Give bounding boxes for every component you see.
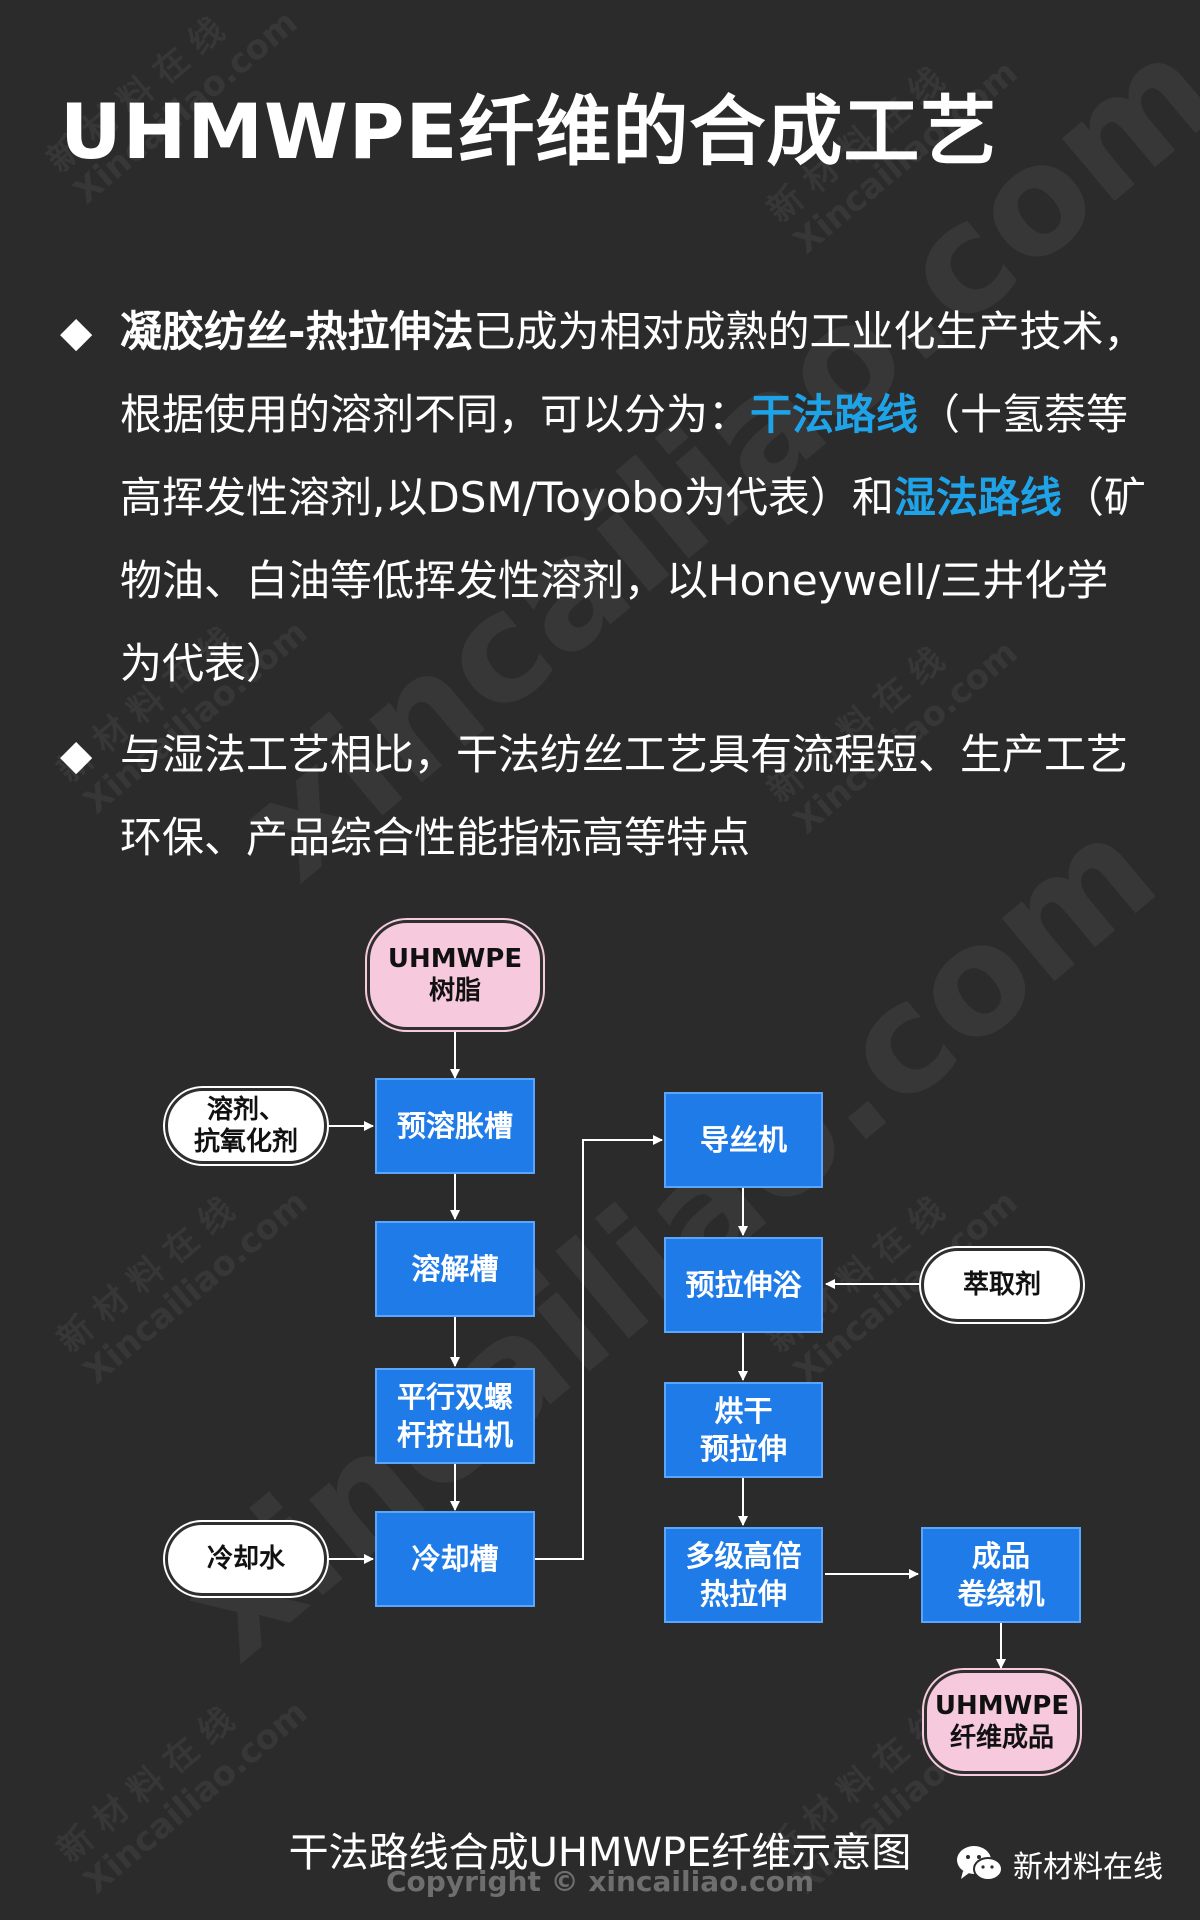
bullet-segment: （十氢萘等高挥发性溶剂,以DSM/Toyobo为代表）和 [120, 390, 1129, 522]
brand-badge: 新材料在线 [955, 1842, 1163, 1886]
bullet-item-2: ◆ 与湿法工艺相比，干法纺丝工艺具有流程短、生产工艺环保、产品综合性能指标高等特… [60, 713, 1150, 879]
node-guide-machine: 导丝机 [664, 1092, 823, 1188]
node-dissolve-tank: 溶解槽 [375, 1221, 535, 1317]
wechat-icon [955, 1844, 1003, 1884]
bullet-segment: 已成为相对成熟的工业化生产技术，根据使用的溶剂不同，可以分为： [120, 307, 1146, 439]
page-title: UHMWPE纤维的合成工艺 [60, 87, 998, 176]
copyright-text: Copyright © xincailiao.com [386, 1865, 814, 1898]
arrow-cooling-guide [535, 1135, 663, 1560]
bullet-item-1: ◆ 凝胶纺丝-热拉伸法已成为相对成熟的工业化生产技术，根据使用的溶剂不同，可以分… [60, 290, 1150, 705]
node-preswell-tank: 预溶胀槽 [375, 1078, 535, 1174]
brand-name: 新材料在线 [1013, 1850, 1163, 1885]
node-cooling-water: 冷却水 [165, 1522, 327, 1596]
diamond-bullet-icon: ◆ [60, 730, 93, 779]
dry-route-highlight: 干法路线 [750, 390, 919, 439]
node-dry-prestretch: 烘干 预拉伸 [664, 1382, 823, 1478]
bullet-segment: 与湿法工艺相比，干法纺丝工艺具有流程短、生产工艺环保、产品综合性能指标高等特点 [120, 730, 1129, 862]
diamond-bullet-icon: ◆ [60, 307, 93, 356]
node-winder: 成品 卷绕机 [921, 1527, 1081, 1623]
node-resin: UHMWPE 树脂 [367, 920, 543, 1030]
node-extractant: 萃取剂 [921, 1248, 1083, 1322]
bullet-text: 与湿法工艺相比，干法纺丝工艺具有流程短、生产工艺环保、产品综合性能指标高等特点 [120, 713, 1150, 879]
node-prestretch-bath: 预拉伸浴 [664, 1237, 823, 1333]
node-solvent: 溶剂、 抗氧化剂 [165, 1088, 327, 1164]
node-product: UHMWPE 纤维成品 [924, 1670, 1080, 1774]
node-multistage-hot-stretch: 多级高倍 热拉伸 [664, 1527, 823, 1623]
diagram-caption: 干法路线合成UHMWPE纤维示意图 [288, 1830, 912, 1876]
wet-route-highlight: 湿法路线 [893, 473, 1062, 522]
node-twin-screw-extruder: 平行双螺 杆挤出机 [375, 1368, 535, 1464]
node-cooling-tank: 冷却槽 [375, 1511, 535, 1607]
bullet-segment: 凝胶纺丝-热拉伸法 [120, 307, 474, 356]
bullet-text: 凝胶纺丝-热拉伸法已成为相对成熟的工业化生产技术，根据使用的溶剂不同，可以分为：… [120, 290, 1150, 705]
bullet-segment: （矿物油、白油等低挥发性溶剂，以Honeywell/三井化学为代表） [120, 473, 1146, 688]
